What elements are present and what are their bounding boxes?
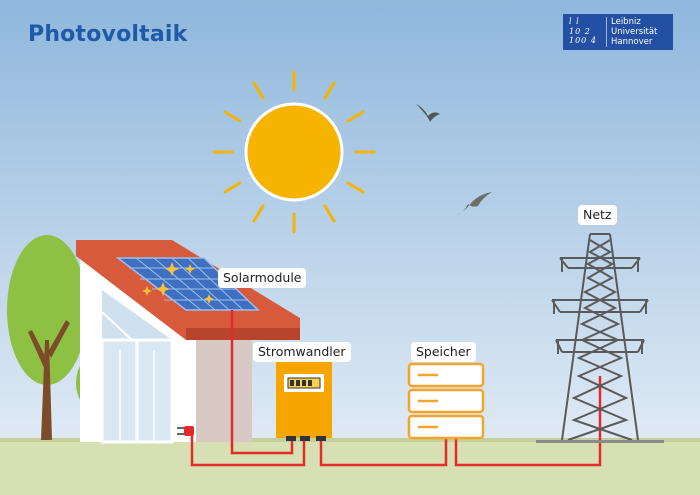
page-title: Photovoltaik (28, 22, 188, 47)
bird-icon (456, 192, 492, 216)
logo-mark: l l 10 2 100 4 (569, 17, 607, 47)
sparkle-icons (142, 262, 214, 304)
bird-icon (416, 104, 440, 122)
sun (212, 70, 376, 234)
battery-storage (407, 362, 485, 440)
cables (190, 310, 602, 467)
ground (0, 440, 700, 495)
label-speicher: Speicher (411, 342, 476, 362)
big-tree (7, 235, 87, 440)
label-stromwandler: Stromwandler (253, 342, 351, 362)
power-pylon (551, 233, 649, 441)
label-solarmodule: Solarmodule (218, 268, 307, 288)
logo-text: Leibniz Universität Hannover (611, 17, 658, 47)
house (76, 240, 300, 444)
label-netz: Netz (578, 205, 617, 225)
plug-icon (177, 426, 194, 436)
university-logo: l l 10 2 100 4 Leibniz Universität Hanno… (563, 14, 673, 50)
inverter-box (276, 362, 332, 441)
